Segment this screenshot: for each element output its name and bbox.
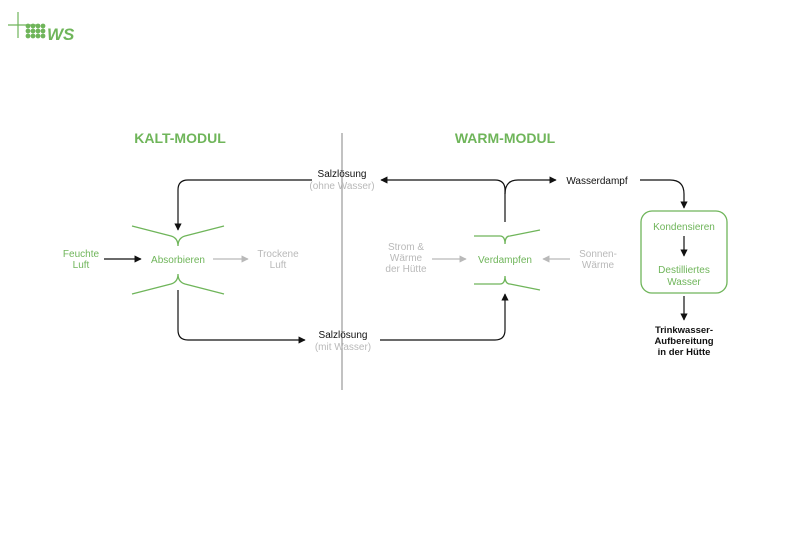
absorber-symbol bbox=[131, 225, 225, 295]
feuchte-luft-label-1: Feuchte bbox=[63, 249, 100, 260]
logo-dots-icon bbox=[25, 23, 46, 39]
trinkwasser-label-1: Trinkwasser- bbox=[655, 325, 713, 336]
trockene-luft-label-1: Trockene bbox=[257, 249, 299, 260]
strom-waerme-label-2: Wärme bbox=[390, 253, 423, 264]
condenser-box bbox=[640, 210, 728, 294]
arrow-evaporator-to-wasserdampf bbox=[504, 176, 557, 195]
trinkwasser-label-2: Aufbereitung bbox=[654, 336, 713, 347]
salzloesung-top-label: Salzlösung bbox=[318, 169, 367, 180]
sonnen-waerme-label-2: Wärme bbox=[582, 260, 615, 271]
strom-waerme-label-3: der Hütte bbox=[385, 264, 427, 275]
destilliertes-wasser-label-2: Wasser bbox=[667, 277, 701, 288]
wasserdampf-label: Wasserdampf bbox=[566, 176, 628, 187]
logo: WS bbox=[8, 12, 75, 44]
arrow-wasserdampf-to-condenser bbox=[640, 179, 688, 209]
salzloesung-bottom-label: Salzlösung bbox=[319, 330, 368, 341]
destilliertes-wasser-label-1: Destilliertes bbox=[658, 265, 710, 276]
verdampfen-label: Verdampfen bbox=[478, 255, 532, 266]
sonnen-waerme-label-1: Sonnen- bbox=[579, 249, 617, 260]
trinkwasser-label-3: in der Hütte bbox=[658, 347, 711, 358]
logo-text: WS bbox=[47, 25, 75, 44]
arrow-absorber-to-bottom bbox=[177, 290, 306, 344]
trockene-luft-label-2: Luft bbox=[270, 260, 287, 271]
arrow-bottom-to-evaporator bbox=[380, 293, 509, 341]
arrow-evaporator-to-top bbox=[380, 176, 506, 222]
heading-kalt-modul: KALT-MODUL bbox=[134, 130, 226, 146]
heading-warm-modul: WARM-MODUL bbox=[455, 130, 556, 146]
evaporator-symbol bbox=[474, 229, 541, 291]
strom-waerme-label-1: Strom & bbox=[388, 242, 424, 253]
dark-connectors bbox=[104, 176, 688, 344]
kondensieren-label: Kondensieren bbox=[653, 222, 715, 233]
feuchte-luft-label-2: Luft bbox=[73, 260, 90, 271]
absorbieren-label: Absorbieren bbox=[151, 255, 205, 266]
logo-sparkle-icon bbox=[8, 12, 40, 38]
arrow-top-to-absorber bbox=[174, 179, 312, 231]
salzloesung-top-sublabel: (ohne Wasser) bbox=[309, 181, 374, 192]
salzloesung-bottom-sublabel: (mit Wasser) bbox=[315, 342, 371, 353]
